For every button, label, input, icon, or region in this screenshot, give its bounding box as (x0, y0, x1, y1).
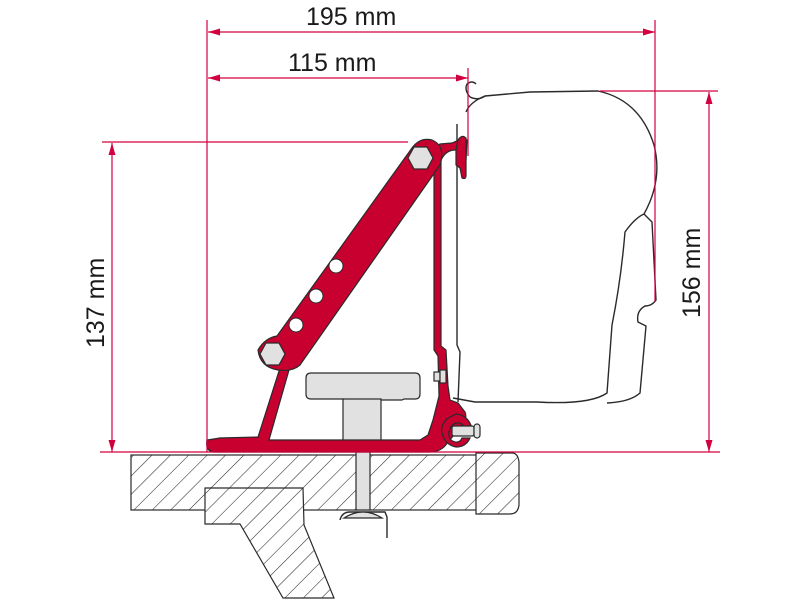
roof-rail-end-cap (475, 452, 520, 515)
adjustment-hole (328, 258, 344, 274)
bracket-diagonal-strut (257, 138, 443, 372)
clamp-bolt (305, 372, 421, 538)
arrow-right-icon (643, 28, 655, 36)
arrow-right-icon (456, 74, 468, 82)
adjustment-hole (288, 317, 304, 333)
arrow-left-icon (208, 28, 220, 36)
awning-hook-tail (469, 95, 486, 100)
awning-hook (465, 81, 477, 98)
t-handle-stem (342, 398, 382, 444)
awning-case-outline (452, 90, 658, 404)
dimension-137: 137 mm (82, 143, 116, 452)
dimension-195: 195 mm (208, 3, 655, 36)
ring-clamp-pin (451, 425, 475, 437)
dimension-label-156: 156 mm (678, 228, 706, 318)
hex-bolt-bottom (259, 342, 286, 366)
hex-bolt-top (407, 146, 434, 170)
awning-case (452, 81, 658, 404)
roof-rail-lower-profile (204, 487, 335, 599)
clamp-washer (341, 511, 385, 519)
arrow-up-icon (108, 143, 116, 155)
dimension-label-115: 115 mm (288, 49, 376, 77)
dimension-156: 156 mm (678, 92, 713, 452)
dimension-label-137: 137 mm (82, 258, 110, 348)
roof-rail (130, 452, 520, 599)
arrow-down-icon (108, 440, 116, 452)
small-nut (433, 371, 441, 382)
t-handle-knob (305, 372, 421, 401)
dimension-lines: 195 mm 115 mm 137 mm 156 mm (82, 3, 720, 453)
clamp-spring-clip (339, 511, 388, 538)
awning-back-plate (456, 124, 461, 403)
bracket-top-hook (455, 135, 467, 180)
arrow-left-icon (208, 74, 220, 82)
dimension-115: 115 mm (208, 49, 468, 82)
dimension-label-195: 195 mm (306, 3, 396, 31)
ring-clamp-pin-head (473, 423, 481, 439)
roof-rail-main (130, 454, 494, 511)
small-nut-washer (439, 369, 447, 384)
adjustment-hole (308, 288, 324, 304)
mounting-bracket (206, 135, 481, 453)
arrow-up-icon (705, 92, 713, 104)
arrow-down-icon (705, 440, 713, 452)
awning-case-front-lip (606, 213, 657, 404)
